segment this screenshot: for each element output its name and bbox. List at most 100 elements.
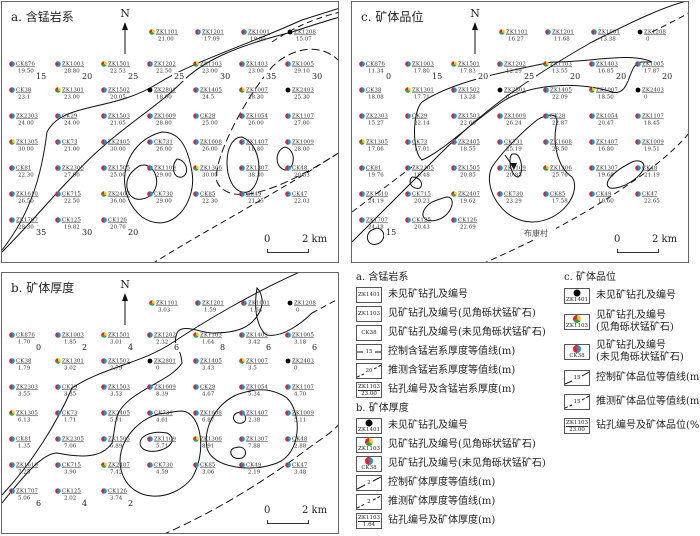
well-value: 28.30 [18,225,34,231]
ore-well-icon [451,139,454,145]
ore-well-icon [101,488,104,494]
well-id: CK85 [200,192,216,198]
well-value: 8.39 [156,392,169,398]
contour-line [352,2,685,243]
ore-well-icon [147,410,150,416]
ore-well-segment [454,217,457,223]
well-id: CK125 [412,218,431,224]
legend-sample-text: ZK1401 [358,427,380,433]
breccia-well-segment [451,61,454,66]
ore-well-icon [239,113,242,119]
well-id: CK49 [246,192,262,198]
ore-well-segment [288,165,291,171]
breccia-well-segment [589,90,595,93]
well-value: 22.50 [64,199,80,205]
ore-well-segment [594,29,597,35]
well-value: 2.79 [110,366,123,372]
ore-well-segment [58,488,61,494]
legend-sample: ZK1103 [564,314,590,330]
well-id: ZK1609 [154,114,176,120]
ore-well-segment [408,61,411,67]
well-id: CK73 [62,411,78,417]
ore-well-segment [638,165,641,171]
well-value: 20.47 [598,121,614,127]
ore-well-segment [242,410,245,416]
ore-well-icon [635,165,638,171]
well-value: 13.38 [600,37,616,43]
breccia-well-segment [101,335,107,338]
well-value: 18.00 [156,95,172,101]
ore-well-icon [101,410,104,416]
ore-well-icon [147,139,150,145]
well-id: ZK1505 [108,166,130,172]
well-value: 3.53 [110,392,123,398]
ore-well-segment [12,61,15,67]
ore-well-icon [405,139,408,145]
ore-well-icon [9,165,12,171]
north-arrow: N [117,279,133,327]
well-value: 3.74 [110,496,123,502]
well-value: 7.88 [248,444,261,450]
well-value: 17.71 [414,95,430,101]
ore-well-segment [12,113,15,119]
breccia-well-segment [193,439,199,442]
well-id: ZK1501 [458,62,480,68]
ore-well-icon [589,113,592,119]
ore-well-icon [55,488,58,494]
well-value: 7.42 [110,470,122,476]
well-id: ZK2403 [642,88,664,94]
legend-sample-text: 15 [573,375,581,381]
ore-well-icon [195,300,198,306]
ore-well-segment [150,165,153,171]
ore-well-icon [101,87,104,93]
contour-label: 4 [128,343,133,352]
dry-well-icon [147,358,153,364]
ore-well-segment [592,139,595,145]
well-value: 22.30 [18,173,34,179]
well-value: 21.00 [64,147,80,153]
well-id: ZK1403 [246,333,268,339]
ore-well-icon [405,61,408,67]
well-id: ZK1403 [596,62,618,68]
ore-well-icon [193,384,196,390]
ore-well-segment [500,191,503,197]
legend-sample-text: ZK1103 [358,446,380,452]
well-id: ZK1707 [16,218,38,224]
breccia-well-segment [193,64,199,67]
well-id: CK125 [62,489,81,495]
contour-label: 20 [82,72,92,81]
well-value: 17.87 [644,69,660,75]
ore-well-icon [193,113,196,119]
breccia-well-icon [104,462,107,467]
well-value: 22.69 [460,225,476,231]
ore-well-segment [104,384,107,390]
ore-well-icon [497,139,500,145]
legend-sample-text: ZK1103 [358,383,380,391]
breccia-well-segment [101,332,104,337]
legend-sample-text: 2 [367,499,371,505]
breccia-well-segment [589,87,592,92]
map-b-canvas: ZK12080ZK10011.64ZK12011.59ZK11013.03CK8… [2,273,338,533]
well-id: CK730 [154,463,173,469]
legend-label: 钻孔编号及矿体厚度(m) [388,515,496,526]
ore-well-icon [55,217,58,223]
well-id: CK125 [62,218,81,224]
ore-well-segment [58,384,61,390]
ore-well-segment [242,165,245,171]
contour-label: 6 [312,343,317,352]
ore-well-segment [592,113,595,119]
well-value: 17.58 [552,199,568,205]
